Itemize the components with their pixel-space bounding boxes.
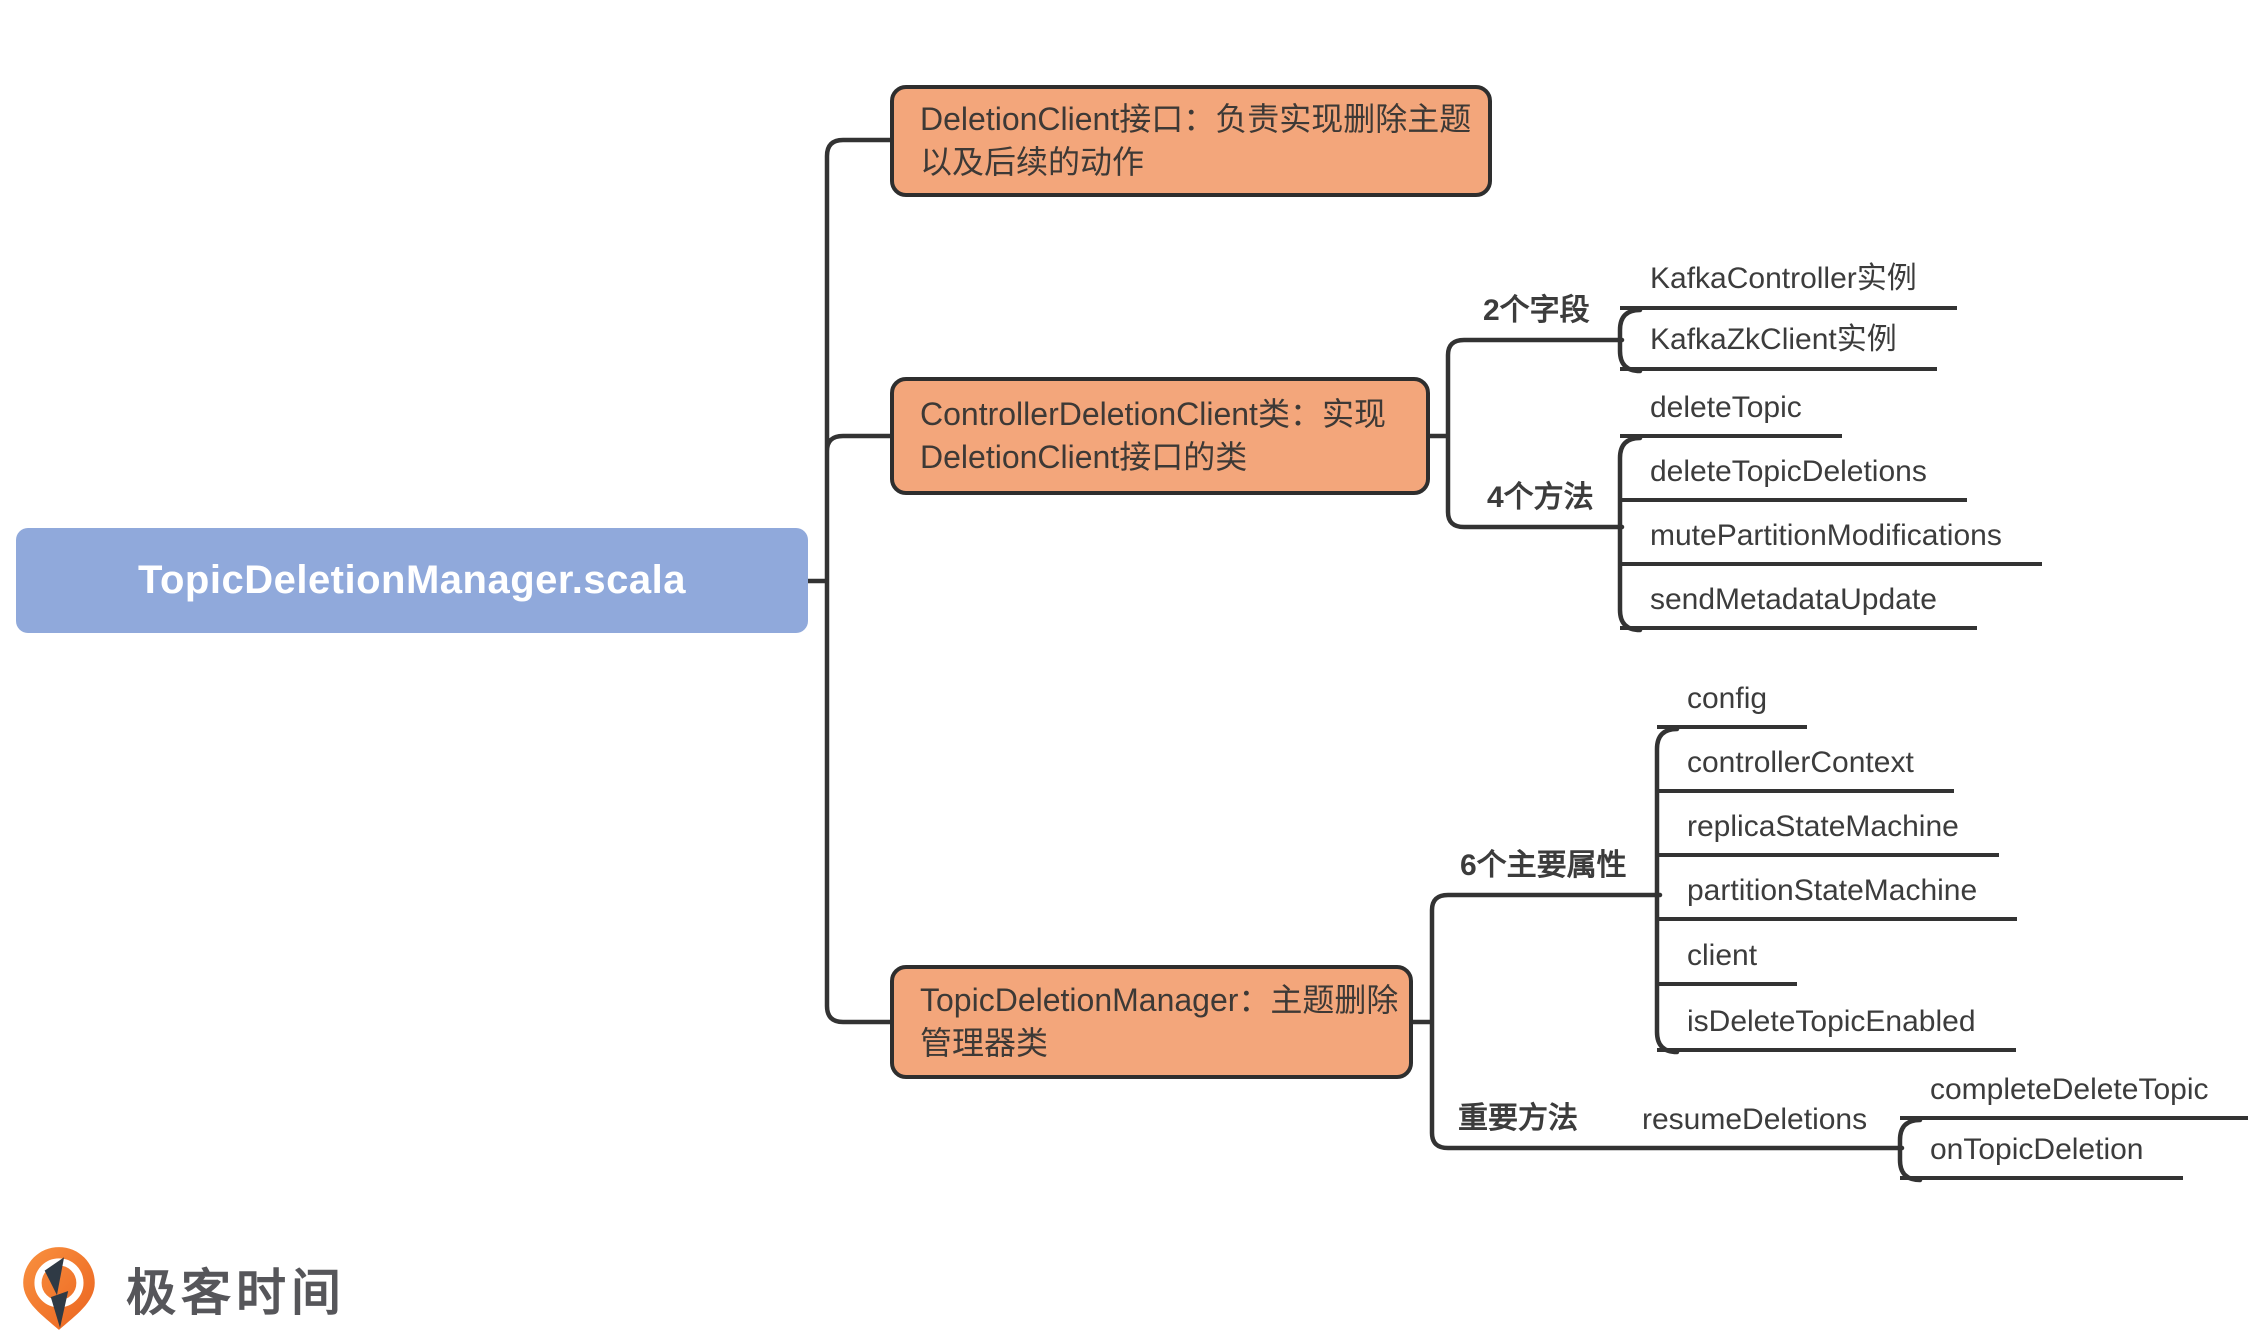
leaf-text: deleteTopicDeletions xyxy=(1650,455,1927,488)
node-label: DeletionClient接口：负责实现删除主题以及后续的动作 xyxy=(920,101,1472,180)
node-label: TopicDeletionManager：主题删除管理器类 xyxy=(920,982,1399,1061)
trunk-connector xyxy=(805,137,893,1025)
leaf-kafka-zk-client-instance[interactable]: KafkaZkClient实例 xyxy=(1620,315,1937,371)
label-two-fields[interactable]: 2个字段 xyxy=(1483,284,1590,340)
geektime-pin-icon xyxy=(23,1247,95,1330)
leaf-text: config xyxy=(1687,682,1768,715)
node-topic-deletion-manager-class[interactable]: TopicDeletionManager：主题删除管理器类 xyxy=(890,965,1413,1079)
label-text: 重要方法 xyxy=(1458,1102,1578,1135)
leaf-text: sendMetadataUpdate xyxy=(1650,583,1937,616)
label-important-methods[interactable]: 重要方法 xyxy=(1458,1092,1578,1148)
leaf-text: client xyxy=(1687,939,1758,972)
leaf-text: completeDeleteTopic xyxy=(1930,1073,2209,1106)
leaf-text: partitionStateMachine xyxy=(1687,874,1978,907)
label-six-main-attributes[interactable]: 6个主要属性 xyxy=(1460,839,1627,895)
node-resume-deletions[interactable]: resumeDeletions xyxy=(1642,1092,1867,1148)
leaf-kafka-controller-instance[interactable]: KafkaController实例 xyxy=(1620,254,1957,310)
geektime-logo: 极客时间 xyxy=(14,1246,346,1332)
controller-client-branches xyxy=(1425,337,1625,530)
logo-text: 极客时间 xyxy=(126,1265,346,1321)
leaf-mute-partition-modifications[interactable]: mutePartitionModifications xyxy=(1620,510,2042,566)
leaf-delete-topic[interactable]: deleteTopic xyxy=(1620,382,1842,438)
leaf-text: KafkaZkClient实例 xyxy=(1650,323,1897,356)
node-root-topic-deletion-manager-scala[interactable]: TopicDeletionManager.scala xyxy=(16,528,808,633)
leaf-send-metadata-update[interactable]: sendMetadataUpdate xyxy=(1620,574,1977,630)
leaf-text: deleteTopic xyxy=(1650,391,1802,424)
leaf-config[interactable]: config xyxy=(1657,673,1808,729)
leaf-on-topic-deletion[interactable]: onTopicDeletion xyxy=(1900,1124,2184,1180)
leaf-delete-topic-deletions[interactable]: deleteTopicDeletions xyxy=(1620,446,1967,502)
label-text: 2个字段 xyxy=(1483,294,1590,327)
leaf-text: mutePartitionModifications xyxy=(1650,519,2002,552)
leaf-text: KafkaController实例 xyxy=(1650,262,1917,295)
leaf-text: isDeleteTopicEnabled xyxy=(1687,1005,1976,1038)
leaf-client[interactable]: client xyxy=(1657,930,1798,986)
manager-branches xyxy=(1409,892,1905,1151)
leaf-text: onTopicDeletion xyxy=(1930,1133,2144,1166)
node-deletion-client-interface[interactable]: DeletionClient接口：负责实现删除主题以及后续的动作 xyxy=(890,85,1492,197)
leaf-is-delete-topic-enabled[interactable]: isDeleteTopicEnabled xyxy=(1657,996,2016,1052)
leaf-text: controllerContext xyxy=(1687,746,1914,779)
node-label: ControllerDeletionClient类：实现DeletionClie… xyxy=(920,396,1386,475)
leaf-partition-state-machine[interactable]: partitionStateMachine xyxy=(1657,865,2018,921)
leaf-controller-context[interactable]: controllerContext xyxy=(1657,737,1954,793)
leaf-text: replicaStateMachine xyxy=(1687,810,1959,843)
node-controller-deletion-client-class[interactable]: ControllerDeletionClient类：实现DeletionClie… xyxy=(890,377,1430,495)
root-label: TopicDeletionManager.scala xyxy=(138,558,686,602)
label-text: resumeDeletions xyxy=(1642,1103,1868,1136)
leaf-replica-state-machine[interactable]: replicaStateMachine xyxy=(1657,801,1999,857)
label-text: 6个主要属性 xyxy=(1460,849,1627,882)
label-text: 4个方法 xyxy=(1487,481,1594,514)
leaf-complete-delete-topic[interactable]: completeDeleteTopic xyxy=(1900,1064,2249,1120)
label-four-methods[interactable]: 4个方法 xyxy=(1487,471,1594,527)
